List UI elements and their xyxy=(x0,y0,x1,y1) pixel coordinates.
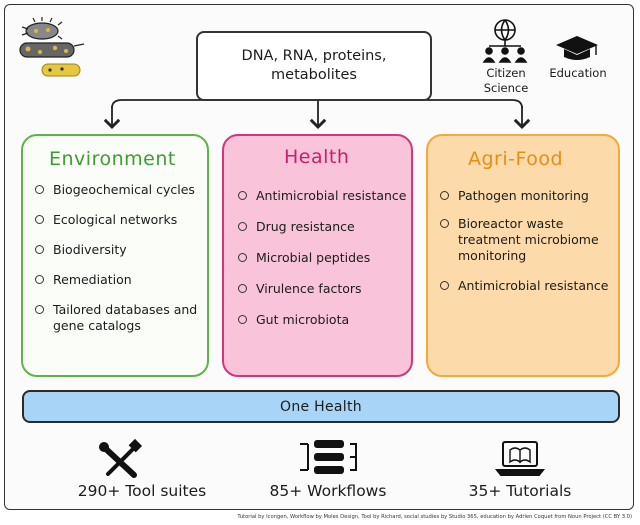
list-item: Biodiversity xyxy=(33,242,209,258)
list-item: Gut microbiota xyxy=(236,312,414,328)
agrifood-card: Agri-Food Pathogen monitoring Bioreactor… xyxy=(426,134,620,377)
bullet-icon xyxy=(238,315,247,324)
list-item: Pathogen monitoring xyxy=(438,188,618,204)
list-item: Drug resistance xyxy=(236,219,414,235)
list-item: Virulence factors xyxy=(236,281,414,297)
citizen-science-line2: Science xyxy=(483,81,529,95)
list-item-label: Microbial peptides xyxy=(256,250,371,265)
graduation-cap-icon xyxy=(556,36,598,60)
list-item-label: Gut microbiota xyxy=(256,312,350,327)
tutorials-stat: 35+ Tutorials xyxy=(468,482,572,500)
bullet-icon xyxy=(35,305,44,314)
list-item: Bioreactor waste treatment microbiome mo… xyxy=(438,216,618,264)
connector-bar xyxy=(111,99,523,109)
bullet-icon xyxy=(35,185,44,194)
health-list: Antimicrobial resistance Drug resistance… xyxy=(236,188,414,328)
bullet-icon xyxy=(238,191,247,200)
bullet-icon xyxy=(35,245,44,254)
tools-icon xyxy=(99,438,143,478)
bullet-icon xyxy=(238,284,247,293)
list-item: Tailored databases and gene catalogs xyxy=(33,302,209,334)
microbes-icon xyxy=(19,17,85,77)
environment-card: Environment Biogeochemical cycles Ecolog… xyxy=(21,134,209,377)
bullet-icon xyxy=(35,275,44,284)
list-item-label: Bioreactor waste treatment microbiome mo… xyxy=(458,216,599,263)
agrifood-title: Agri-Food xyxy=(468,148,564,170)
one-health-bar: One Health xyxy=(22,390,620,423)
environment-title: Environment xyxy=(49,148,176,170)
data-types-box: DNA, RNA, proteins, metabolites xyxy=(196,31,432,101)
list-item-label: Pathogen monitoring xyxy=(458,188,589,203)
data-types-line1: DNA, RNA, proteins, xyxy=(241,48,387,64)
list-item: Antimicrobial resistance xyxy=(236,188,414,204)
list-item-label: Remediation xyxy=(53,272,132,287)
environment-list: Biogeochemical cycles Ecological network… xyxy=(33,182,209,334)
list-item: Antimicrobial resistance xyxy=(438,278,618,294)
list-item-label: Drug resistance xyxy=(256,219,355,234)
education-label: Education xyxy=(549,66,607,80)
list-item-label: Tailored databases and gene catalogs xyxy=(53,302,198,333)
list-item: Remediation xyxy=(33,272,209,288)
agrifood-list: Pathogen monitoring Bioreactor waste tre… xyxy=(438,188,618,294)
health-card: Health Antimicrobial resistance Drug res… xyxy=(222,134,413,377)
list-item-label: Antimicrobial resistance xyxy=(256,188,407,203)
tools-stat: 290+ Tool suites xyxy=(77,482,207,500)
list-item: Microbial peptides xyxy=(236,250,414,266)
list-item-label: Antimicrobial resistance xyxy=(458,278,609,293)
people-network-icon xyxy=(482,19,528,63)
data-types-line2: metabolites xyxy=(271,67,357,83)
citizen-science-line1: Citizen xyxy=(486,66,526,80)
bullet-icon xyxy=(440,219,449,228)
citizen-science-label: Citizen Science xyxy=(478,66,534,96)
list-item-label: Biogeochemical cycles xyxy=(53,182,195,197)
bullet-icon xyxy=(440,191,449,200)
icon-credits: Tutorial by Icongen, Workflow by Moles D… xyxy=(237,514,632,520)
workflow-icon xyxy=(300,440,357,474)
workflows-stat: 85+ Workflows xyxy=(269,482,387,500)
list-item: Biogeochemical cycles xyxy=(33,182,209,198)
bullet-icon xyxy=(238,222,247,231)
list-item: Ecological networks xyxy=(33,212,209,228)
laptop-book-icon xyxy=(494,441,546,476)
list-item-label: Ecological networks xyxy=(53,212,178,227)
bullet-icon xyxy=(35,215,44,224)
list-item-label: Biodiversity xyxy=(53,242,127,257)
bullet-icon xyxy=(440,281,449,290)
list-item-label: Virulence factors xyxy=(256,281,362,296)
bullet-icon xyxy=(238,253,247,262)
health-title: Health xyxy=(284,146,350,168)
